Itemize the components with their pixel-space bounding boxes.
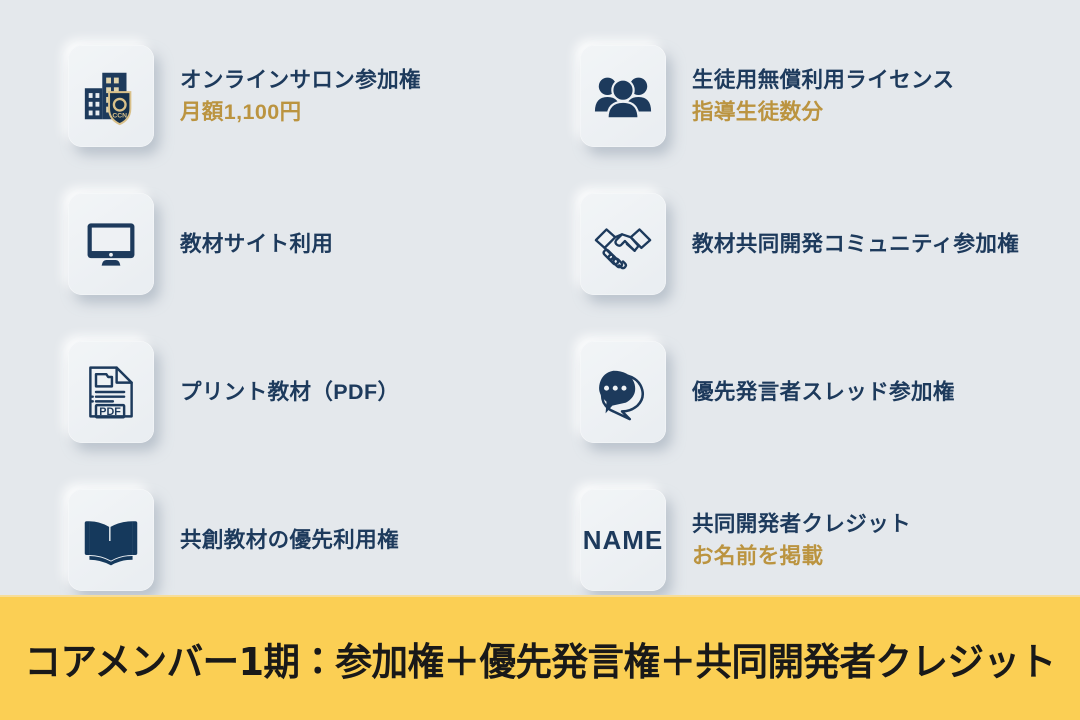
feature-text: 教材共同開発コミュニティ参加権 (692, 231, 1019, 258)
feature-item-priority-thread: 優先発言者スレッド参加権 (580, 318, 1080, 466)
open-book-icon (68, 489, 154, 591)
feature-subtitle: 指導生徒数分 (692, 99, 824, 124)
name-text-icon: NAME (580, 489, 666, 591)
feature-grid: CCN オンラインサロン参加権 月額1,100円 生徒用無償利用ライセンス 指導… (68, 22, 1080, 591)
feature-item-name-credit: NAME 共同開発者クレジット お名前を掲載 (580, 466, 1080, 614)
svg-text:CCN: CCN (112, 112, 127, 119)
feature-item-materials-site: 教材サイト利用 (68, 170, 568, 318)
building-shield-ccn-icon: CCN (68, 45, 154, 147)
feature-title: 生徒用無償利用ライセンス (692, 67, 955, 92)
feature-text: 教材サイト利用 (180, 231, 333, 258)
feature-title: オンラインサロン参加権 (180, 67, 421, 92)
feature-text: プリント教材（PDF） (180, 379, 399, 406)
name-text-label: NAME (582, 524, 664, 555)
feature-text: 優先発言者スレッド参加権 (692, 379, 955, 406)
feature-item-pdf-material: PDF プリント教材（PDF） (68, 318, 568, 466)
bottom-banner: コアメンバー1期：参加権＋優先発言権＋共同開発者クレジット (0, 595, 1080, 720)
handshake-icon (580, 193, 666, 295)
feature-item-codev-community: 教材共同開発コミュニティ参加権 (580, 170, 1080, 318)
banner-headline: コアメンバー1期：参加権＋優先発言権＋共同開発者クレジット (24, 640, 1056, 684)
feature-text: 生徒用無償利用ライセンス 指導生徒数分 (692, 67, 954, 126)
users-group-icon (580, 45, 666, 147)
feature-item-student-license: 生徒用無償利用ライセンス 指導生徒数分 (580, 22, 1080, 170)
feature-title: 教材サイト利用 (180, 231, 334, 256)
feature-title: 優先発言者スレッド参加権 (692, 379, 955, 404)
feature-item-priority-use: 共創教材の優先利用権 (68, 466, 568, 614)
pdf-document-icon: PDF (68, 341, 154, 443)
feature-text: 共創教材の優先利用権 (180, 527, 399, 554)
feature-title: プリント教材（PDF） (180, 379, 400, 404)
feature-title: 共創教材の優先利用権 (180, 527, 400, 552)
feature-text: 共同開発者クレジット お名前を掲載 (692, 511, 911, 570)
feature-title: 共同開発者クレジット (692, 511, 912, 536)
desktop-monitor-icon (68, 193, 154, 295)
feature-item-online-salon: CCN オンラインサロン参加権 月額1,100円 (68, 22, 568, 170)
feature-subtitle: お名前を掲載 (692, 543, 824, 568)
svg-text:PDF: PDF (99, 406, 121, 418)
speech-bubbles-icon (580, 341, 666, 443)
feature-subtitle: 月額1,100円 (180, 99, 302, 124)
feature-text: オンラインサロン参加権 月額1,100円 (180, 67, 421, 126)
feature-title: 教材共同開発コミュニティ参加権 (692, 231, 1020, 256)
